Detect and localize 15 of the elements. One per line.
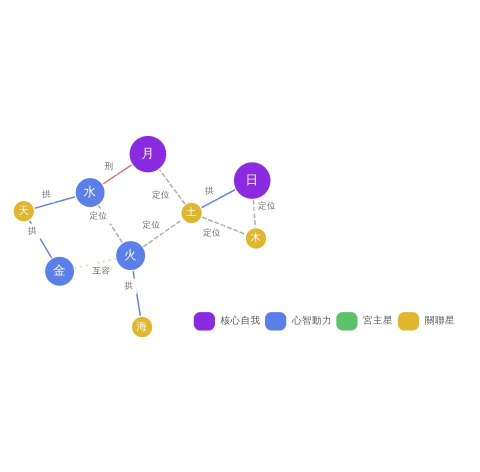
edge-label: 拱 (124, 280, 134, 291)
edge-label: 刑 (104, 161, 114, 172)
edge-label: 定位 (258, 200, 276, 211)
edge-label: 互容 (92, 266, 111, 276)
legend-label: 核心自我 (220, 315, 261, 326)
edge-label: 拱 (205, 186, 214, 196)
edge-label: 拱 (42, 190, 52, 200)
edge-label: 定位 (202, 228, 221, 238)
edge-label: 定位 (142, 220, 160, 230)
edge-label: 拱 (28, 226, 37, 236)
edge-label: 定位 (152, 190, 170, 200)
edge-label: 定位 (90, 210, 108, 221)
legend-label: 宮主星 (363, 315, 394, 326)
legend-label: 心智動力 (292, 315, 332, 326)
legend-label: 關聯星 (424, 315, 455, 326)
